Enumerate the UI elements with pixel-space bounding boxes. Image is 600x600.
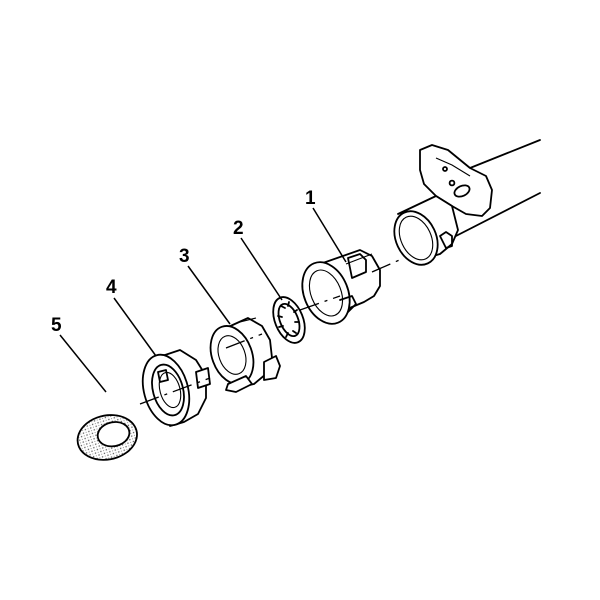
bearing-adapter-icon — [209, 317, 281, 393]
callout-label-3: 3 — [179, 246, 190, 267]
callout-label-2: 2 — [233, 218, 244, 239]
callout-label-4: 4 — [106, 277, 117, 298]
callout-4: 4 — [106, 277, 157, 357]
retaining-ring-icon — [272, 296, 306, 344]
callout-label-5: 5 — [51, 315, 62, 336]
bearing-race-icon — [141, 349, 211, 427]
callout-label-1: 1 — [305, 188, 316, 209]
callout-3: 3 — [179, 246, 231, 325]
lock-housing-sleeve-icon — [301, 249, 381, 325]
callout-1: 1 — [305, 188, 347, 263]
callout-5: 5 — [51, 315, 107, 393]
washer-icon — [76, 414, 138, 461]
callout-2: 2 — [233, 218, 283, 301]
assembly-axis — [139, 257, 405, 405]
steering-column-tube-icon — [393, 139, 541, 266]
